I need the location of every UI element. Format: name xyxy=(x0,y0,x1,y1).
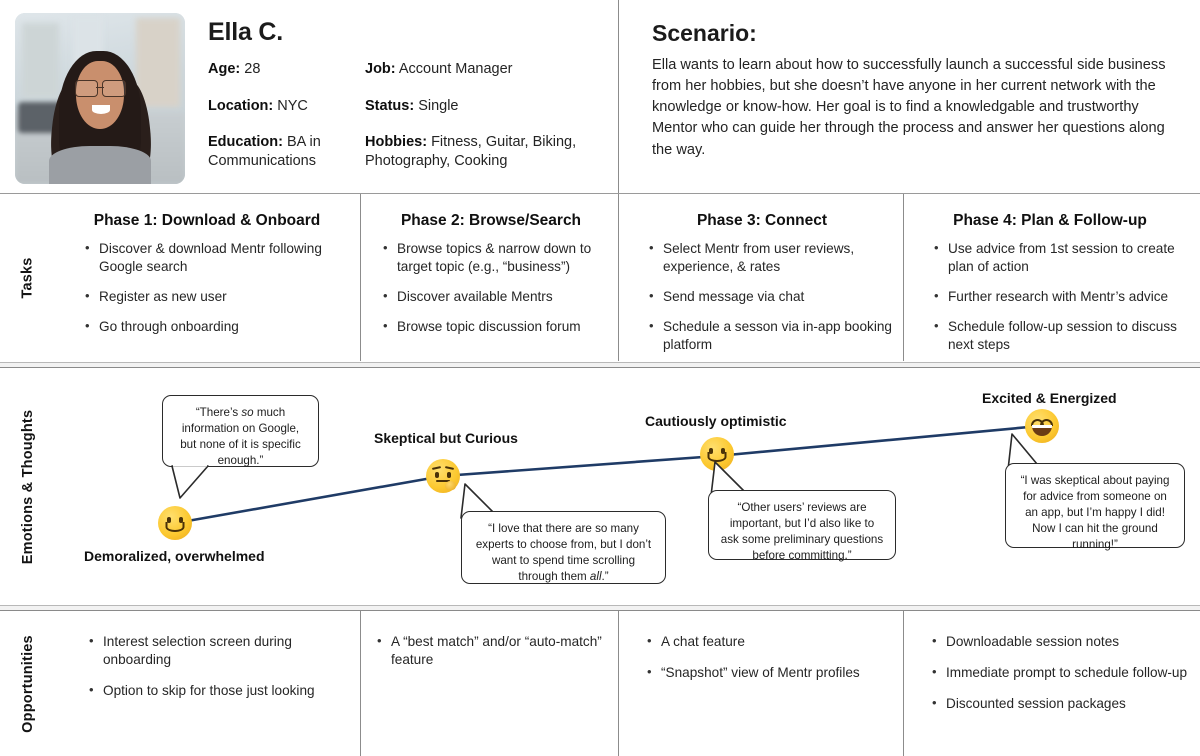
task-item: Go through onboarding xyxy=(84,317,348,336)
opportunity-item: Immediate prompt to schedule follow-up xyxy=(931,663,1189,682)
tasks-divider-1 xyxy=(360,194,361,361)
tasks-divider-2 xyxy=(618,194,619,361)
tasks-bottom-separator xyxy=(0,362,1200,368)
phase-4-title: Phase 4: Plan & Follow-up xyxy=(953,212,1147,229)
persona-name: Ella C. xyxy=(208,18,284,46)
frowning-face-emoji xyxy=(158,506,192,540)
emotion-quote-bubble-3: “Other users’ reviews are important, but… xyxy=(708,490,896,562)
task-item: Send message via chat xyxy=(648,287,894,306)
emotion-label-1: Demoralized, overwhelmed xyxy=(84,548,265,564)
emotion-trend-line xyxy=(175,424,1041,525)
opportunity-item: Downloadable session notes xyxy=(931,632,1189,651)
persona-field-education-value: BA in Communications xyxy=(208,134,321,170)
tasks-row: Tasks Phase 1: Download & Onboard Discov… xyxy=(0,194,1200,361)
persona-field-education-label: Education: xyxy=(208,134,283,150)
task-item: Browse topic discussion forum xyxy=(382,317,610,336)
persona-field-location: Location: NYC xyxy=(208,97,358,116)
emotion-quote-text-4: “I was skeptical about paying for advice… xyxy=(1020,474,1170,551)
grinning-face-emoji xyxy=(1025,409,1059,443)
opportunity-item: Interest selection screen during onboard… xyxy=(88,632,343,669)
row-label-opportunities: Opportunities xyxy=(0,611,56,756)
persona-field-hobbies-value: Fitness, Guitar, Biking, Photography, Co… xyxy=(365,134,577,170)
task-item: Use advice from 1st session to create pl… xyxy=(933,239,1185,276)
phase-2-title: Phase 2: Browse/Search xyxy=(400,212,582,229)
opportunity-item: A “best match” and/or “auto-match” featu… xyxy=(376,632,604,669)
opps-col-phase-1: Interest selection screen during onboard… xyxy=(88,611,343,756)
tasks-col-phase-4: Phase 4: Plan & Follow-up Use advice fro… xyxy=(911,194,1189,361)
phase-1-title: Phase 1: Download & Onboard xyxy=(93,212,321,229)
task-item: Further research with Mentr’s advice xyxy=(933,287,1185,306)
emotion-quote-bubble-2: “I love that there are so many experts t… xyxy=(461,511,666,584)
row-label-tasks: Tasks xyxy=(0,194,56,361)
persona-field-status-label: Status: xyxy=(365,98,415,114)
emotion-quote-text-3: “Other users’ reviews are important, but… xyxy=(720,501,884,562)
emotion-label-4: Excited & Energized xyxy=(982,390,1117,406)
opportunity-item: Option to skip for those just looking xyxy=(88,681,343,700)
persona-field-hobbies-label: Hobbies: xyxy=(365,134,428,150)
tasks-divider-3 xyxy=(903,194,904,361)
persona-field-location-value: NYC xyxy=(277,98,308,114)
opps-col-phase-4: Downloadable session notes Immediate pro… xyxy=(931,611,1189,756)
task-item: Schedule a sesson via in-app booking pla… xyxy=(648,317,894,354)
task-item: Register as new user xyxy=(84,287,348,306)
opps-divider-3 xyxy=(903,611,904,756)
row-label-opportunities-text: Opportunities xyxy=(20,634,36,733)
task-item: Discover & download Mentr following Goog… xyxy=(84,239,348,276)
task-item: Schedule follow-up session to discuss ne… xyxy=(933,317,1185,354)
emotions-bottom-separator xyxy=(0,605,1200,611)
emotion-label-2: Skeptical but Curious xyxy=(374,430,518,446)
scenario-body: Ella wants to learn about how to success… xyxy=(652,57,1166,158)
opportunity-item: “Snapshot” view of Mentr profiles xyxy=(646,663,896,682)
slightly-smiling-face-emoji xyxy=(700,437,734,471)
persona-photo xyxy=(15,13,185,184)
header-bottom-divider xyxy=(0,193,1200,194)
thinking-face-emoji xyxy=(426,459,460,493)
opportunity-item: Discounted session packages xyxy=(931,694,1189,713)
persona-field-age-label: Age: xyxy=(208,61,241,77)
task-item: Discover available Mentrs xyxy=(382,287,610,306)
header-column-divider xyxy=(618,0,619,193)
emotion-label-3: Cautiously optimistic xyxy=(645,413,787,429)
persona-field-age: Age: 28 xyxy=(208,60,358,79)
emotion-quote-bubble-1: “There’s so much information on Google, … xyxy=(162,395,319,467)
persona-field-job-value: Account Manager xyxy=(398,61,513,77)
emotion-quote-text-2: “I love that there are so many experts t… xyxy=(475,522,652,583)
persona-field-status: Status: Single xyxy=(365,97,605,116)
task-item: Browse topics & narrow down to target to… xyxy=(382,239,610,276)
phase-3-title: Phase 3: Connect xyxy=(696,212,828,229)
persona-field-education: Education: BA in Communications xyxy=(208,133,353,172)
opps-col-phase-2: A “best match” and/or “auto-match” featu… xyxy=(376,611,604,756)
emotion-quote-text-1: “There’s so much information on Google, … xyxy=(180,406,301,467)
opps-col-phase-3: A chat feature “Snapshot” view of Mentr … xyxy=(646,611,896,756)
persona-field-job-label: Job: xyxy=(365,61,396,77)
persona-field-hobbies: Hobbies: Fitness, Guitar, Biking, Photog… xyxy=(365,133,613,172)
persona-field-job: Job: Account Manager xyxy=(365,60,605,79)
tasks-col-phase-2: Phase 2: Browse/Search Browse topics & n… xyxy=(368,194,614,361)
task-item: Select Mentr from user reviews, experien… xyxy=(648,239,894,276)
emotion-quote-bubble-4: “I was skeptical about paying for advice… xyxy=(1005,463,1185,551)
persona-field-location-label: Location: xyxy=(208,98,274,114)
scenario-title: Scenario: xyxy=(652,20,757,46)
bubble-tail-1 xyxy=(171,464,209,499)
tasks-col-phase-1: Phase 1: Download & Onboard Discover & d… xyxy=(62,194,352,361)
opportunities-row: Opportunities Interest selection screen … xyxy=(0,611,1200,756)
opportunity-item: A chat feature xyxy=(646,632,896,651)
opps-divider-1 xyxy=(360,611,361,756)
emotions-row: Emotions & Thoughts “There’s so much inf… xyxy=(0,368,1200,605)
persona-header-row: Ella C. Age: 28 Location: NYC Education:… xyxy=(0,0,1200,193)
persona-field-age-value: 28 xyxy=(244,61,261,77)
persona-field-status-value: Single xyxy=(418,98,459,114)
tasks-col-phase-3: Phase 3: Connect Select Mentr from user … xyxy=(626,194,898,361)
opps-divider-2 xyxy=(618,611,619,756)
row-label-tasks-text: Tasks xyxy=(19,256,36,299)
